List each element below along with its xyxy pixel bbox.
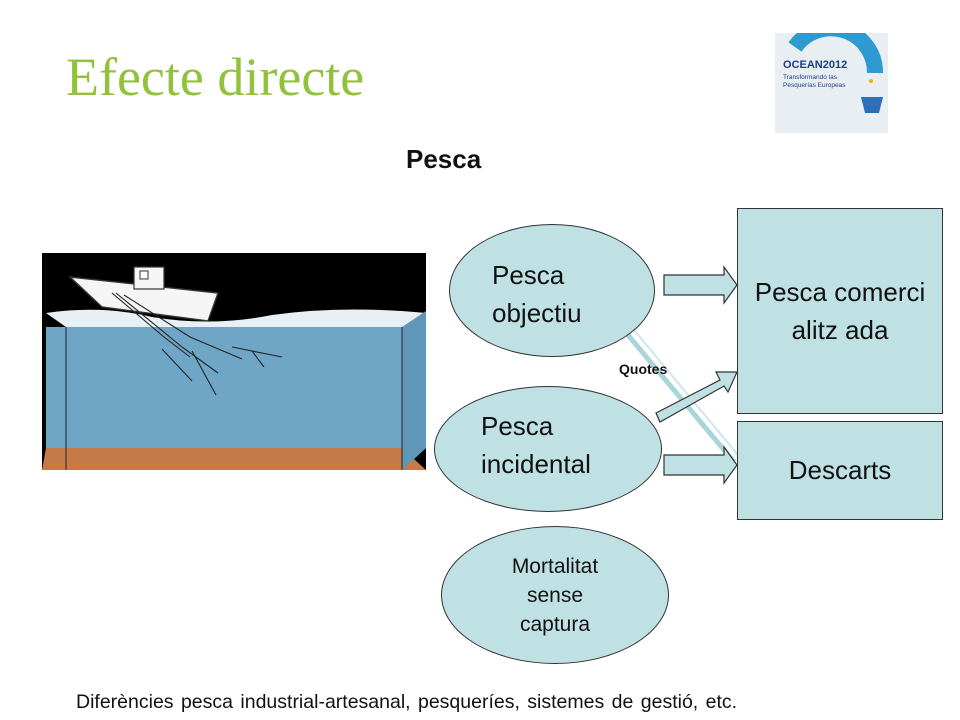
node-bycatch: Pesca incidental [434, 386, 662, 512]
node-bycatch-label: Pesca incidental [481, 411, 591, 479]
node-unaccounted-mortality: Mortalitat sense captura [441, 526, 669, 664]
quotes-label: Quotes [619, 361, 668, 377]
logo-tagline: Transformando las Pesquerías Europeas [783, 74, 846, 89]
arrow-target-to-marketed [663, 265, 738, 305]
logo-wordmark: OCEAN2012 [783, 59, 848, 71]
node-marketed-catch: Pesca comercialitz ada [737, 208, 943, 414]
ocean2012-logo: OCEAN2012 Transformando las Pesquerías E… [775, 33, 888, 133]
node-target-catch-label: Pesca objectiu [492, 260, 582, 328]
slide-caption: Diferències pesca industrial-artesanal, … [76, 691, 738, 713]
node-target-catch: Pesca objectiu [449, 224, 655, 357]
node-marketed-catch-label: Pesca comercialitz ada [754, 277, 926, 345]
fishing-boat-illustration [42, 253, 426, 470]
boat-hull [67, 266, 219, 322]
slide-title: Efecte directe [66, 47, 365, 107]
quota-line-inner [633, 329, 739, 456]
quota-line-outer [626, 333, 736, 464]
node-discards-label: Descarts [788, 455, 892, 485]
arrow-bycatch-to-marketed [655, 371, 738, 423]
node-unaccounted-mortality-label: Mortalitat sense captura [511, 554, 599, 636]
arrow-bycatch-to-discards [663, 445, 738, 485]
node-discards: Descarts [737, 421, 943, 520]
section-heading: Pesca [406, 144, 482, 174]
